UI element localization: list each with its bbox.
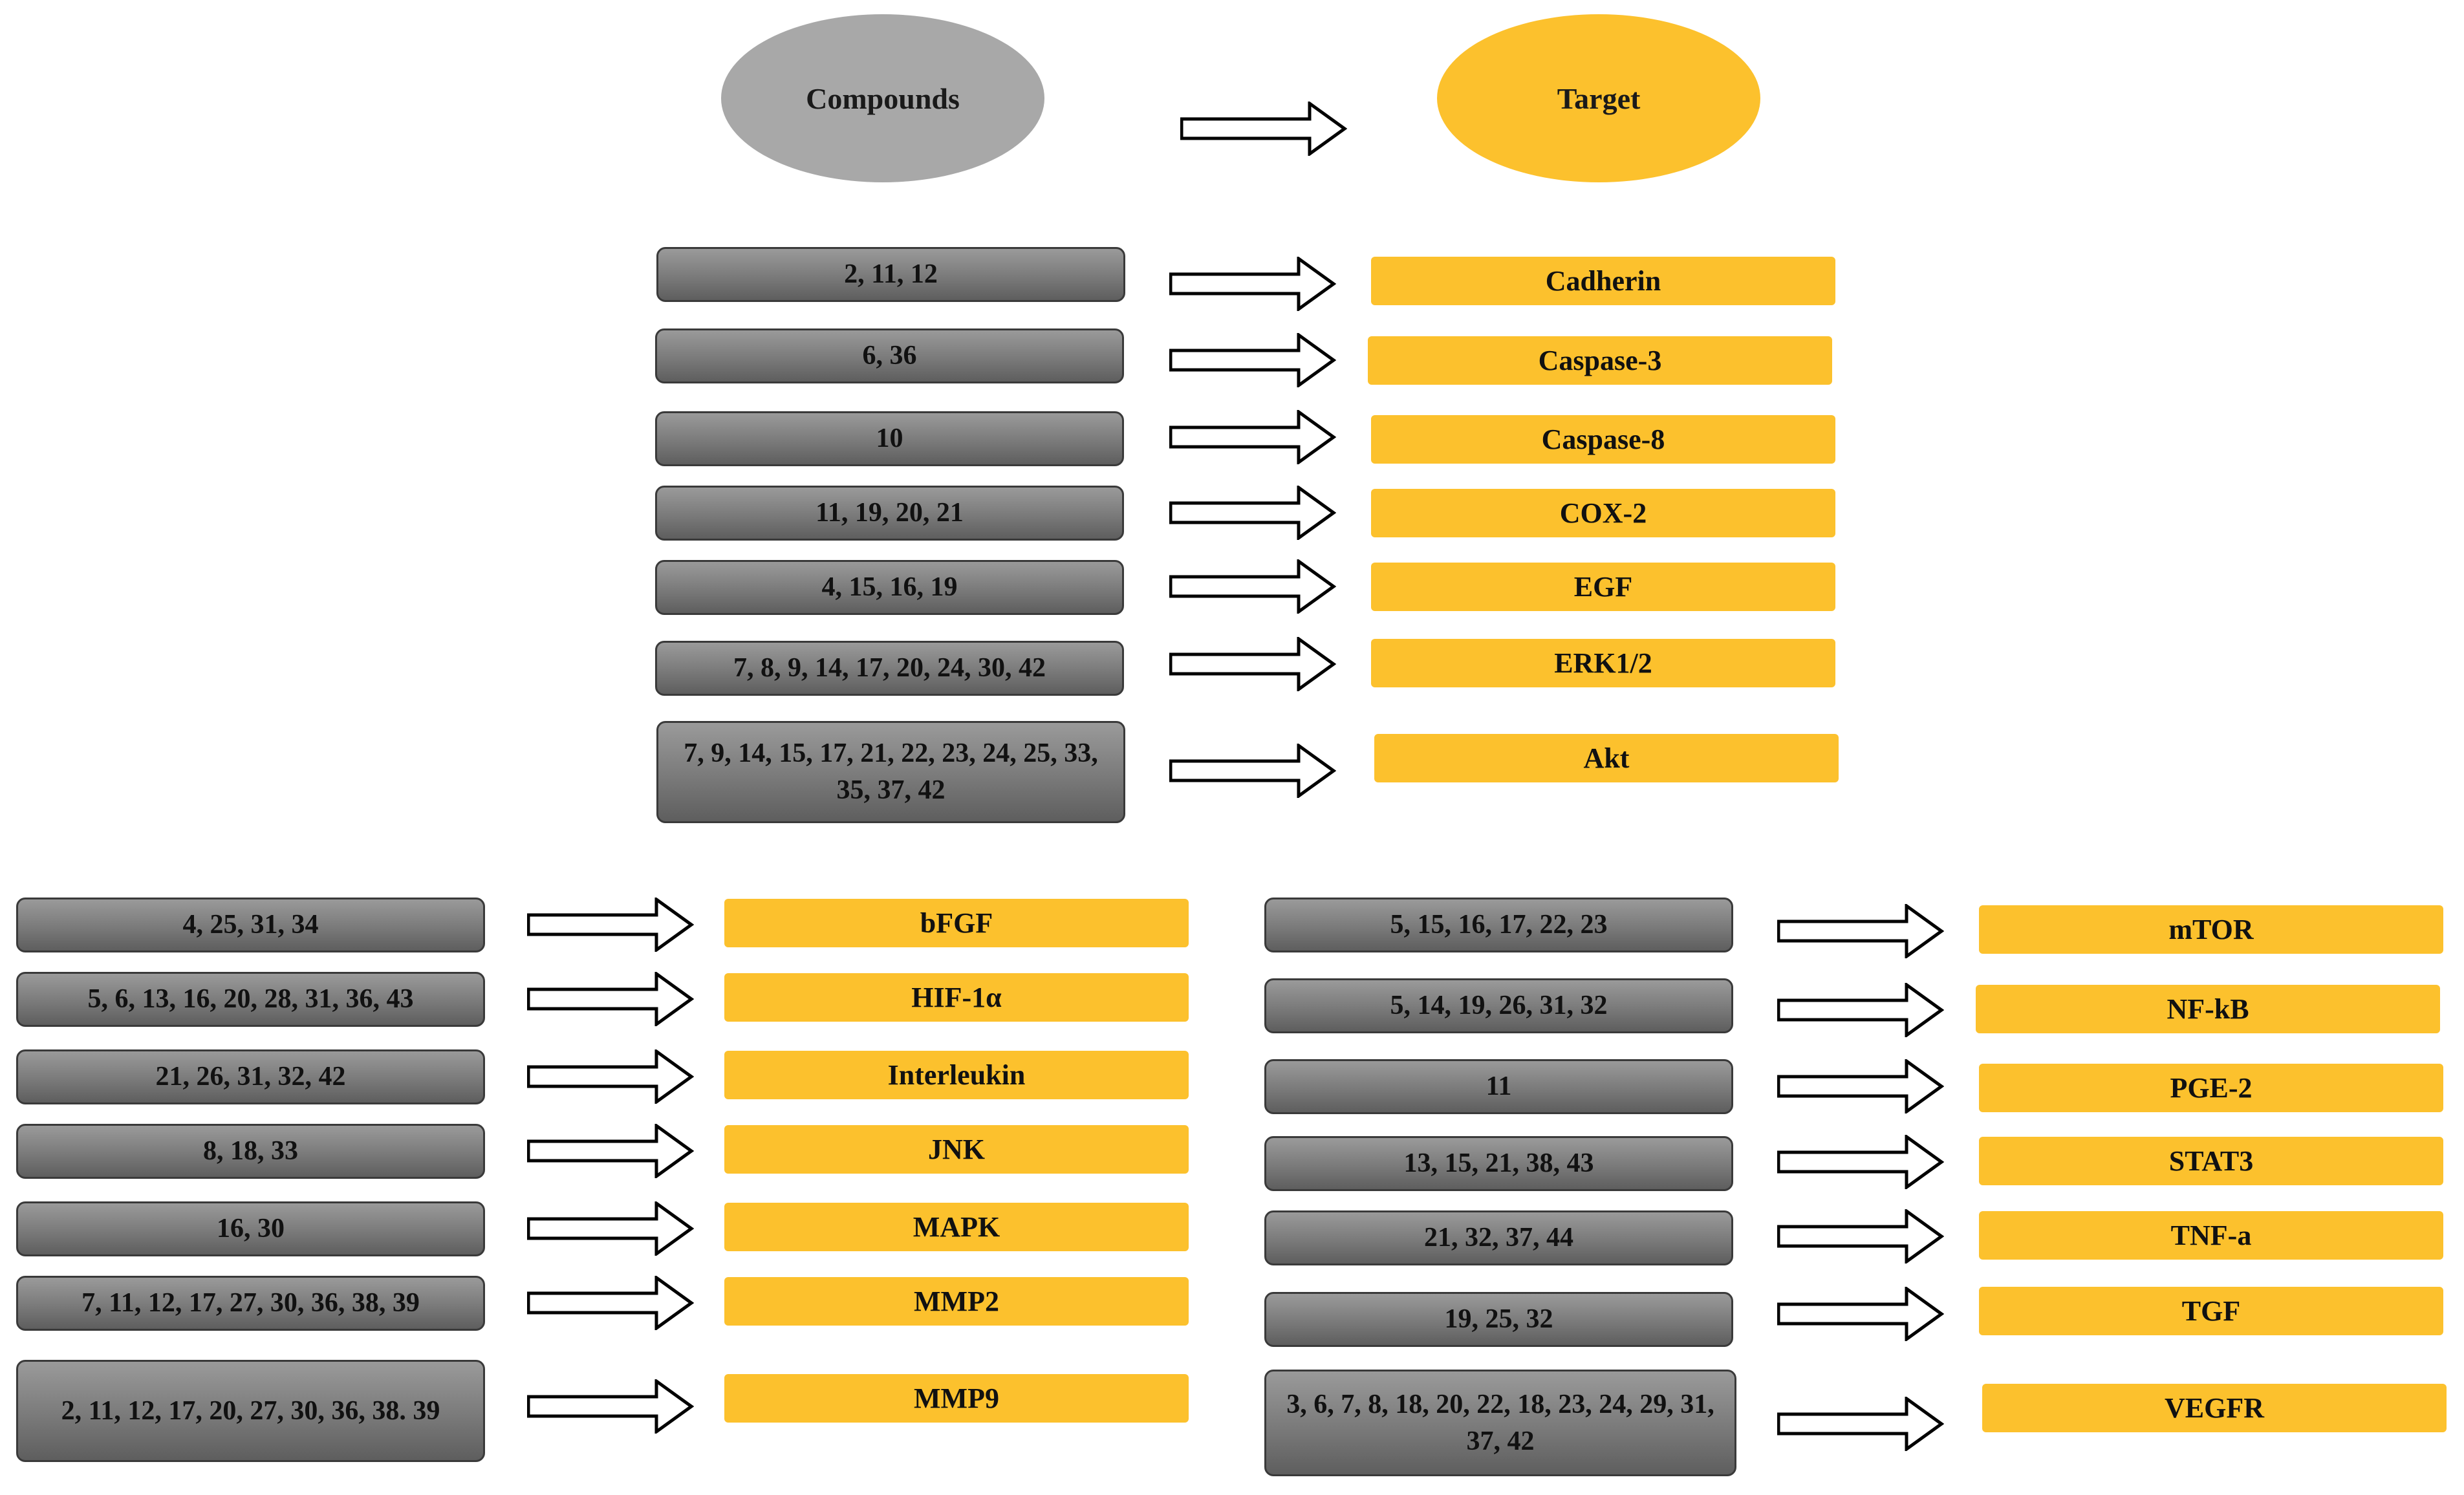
target-box: STAT3 <box>1979 1137 2443 1185</box>
target-legend-ellipse: Target <box>1437 14 1760 182</box>
arrow-icon <box>527 1124 694 1178</box>
compound-box: 21, 26, 31, 32, 42 <box>16 1049 485 1104</box>
compound-box: 2, 11, 12 <box>656 247 1125 302</box>
legend-arrow-icon <box>1180 102 1347 156</box>
target-box: TGF <box>1979 1287 2443 1335</box>
compound-box: 4, 25, 31, 34 <box>16 898 485 952</box>
target-box: HIF-1α <box>724 973 1189 1022</box>
target-box: Akt <box>1374 734 1839 782</box>
target-box: MAPK <box>724 1203 1189 1251</box>
compound-box: 5, 15, 16, 17, 22, 23 <box>1264 898 1733 952</box>
arrow-icon <box>1777 1135 1944 1189</box>
compound-box: 16, 30 <box>16 1201 485 1256</box>
arrow-icon <box>1169 410 1336 464</box>
arrow-icon <box>1169 257 1336 311</box>
compounds-legend-label: Compounds <box>806 81 960 115</box>
arrow-icon <box>527 1276 694 1330</box>
target-box: VEGFR <box>1982 1384 2447 1432</box>
arrow-icon <box>527 1049 694 1104</box>
target-box: JNK <box>724 1125 1189 1174</box>
target-box: NF-kB <box>1976 985 2440 1033</box>
arrow-icon <box>1777 904 1944 958</box>
target-box: Interleukin <box>724 1051 1189 1099</box>
compound-box: 19, 25, 32 <box>1264 1292 1733 1347</box>
compound-box: 6, 36 <box>655 328 1124 383</box>
arrow-icon <box>1169 559 1336 614</box>
compound-box: 3, 6, 7, 8, 18, 20, 22, 18, 23, 24, 29, … <box>1264 1370 1736 1476</box>
target-box: COX-2 <box>1371 489 1835 537</box>
compound-box: 13, 15, 21, 38, 43 <box>1264 1136 1733 1191</box>
compound-box: 11, 19, 20, 21 <box>655 486 1124 541</box>
target-box: Cadherin <box>1371 257 1835 305</box>
compound-box: 21, 32, 37, 44 <box>1264 1210 1733 1265</box>
arrow-icon <box>1169 637 1336 691</box>
target-box: PGE-2 <box>1979 1064 2443 1112</box>
arrow-icon <box>1169 333 1336 387</box>
target-box: MMP2 <box>724 1277 1189 1326</box>
target-box: EGF <box>1371 563 1835 611</box>
target-box: MMP9 <box>724 1374 1189 1423</box>
arrow-icon <box>1777 1059 1944 1113</box>
compound-box: 10 <box>655 411 1124 466</box>
arrow-icon <box>527 1379 694 1434</box>
arrow-icon <box>527 972 694 1026</box>
arrow-icon <box>1169 486 1336 540</box>
arrow-icon <box>1777 983 1944 1037</box>
compounds-legend-ellipse: Compounds <box>721 14 1044 182</box>
target-legend-label: Target <box>1557 81 1641 115</box>
compound-box: 7, 8, 9, 14, 17, 20, 24, 30, 42 <box>655 641 1124 696</box>
target-box: ERK1/2 <box>1371 639 1835 687</box>
compound-box: 5, 14, 19, 26, 31, 32 <box>1264 978 1733 1033</box>
compound-box: 7, 9, 14, 15, 17, 21, 22, 23, 24, 25, 33… <box>656 721 1125 823</box>
compound-box: 11 <box>1264 1059 1733 1114</box>
compound-box: 7, 11, 12, 17, 27, 30, 36, 38, 39 <box>16 1276 485 1331</box>
target-box: mTOR <box>1979 905 2443 954</box>
arrow-icon <box>1777 1287 1944 1341</box>
arrow-icon <box>1169 744 1336 798</box>
target-box: bFGF <box>724 899 1189 947</box>
arrow-icon <box>1777 1397 1944 1451</box>
target-box: Caspase-8 <box>1371 415 1835 464</box>
compound-box: 5, 6, 13, 16, 20, 28, 31, 36, 43 <box>16 972 485 1027</box>
compound-box: 2, 11, 12, 17, 20, 27, 30, 36, 38. 39 <box>16 1360 485 1462</box>
compound-box: 4, 15, 16, 19 <box>655 560 1124 615</box>
arrow-icon <box>527 1201 694 1256</box>
target-box: Caspase-3 <box>1368 336 1832 385</box>
arrow-icon <box>527 898 694 952</box>
target-box: TNF-a <box>1979 1211 2443 1260</box>
compound-box: 8, 18, 33 <box>16 1124 485 1179</box>
arrow-icon <box>1777 1209 1944 1264</box>
